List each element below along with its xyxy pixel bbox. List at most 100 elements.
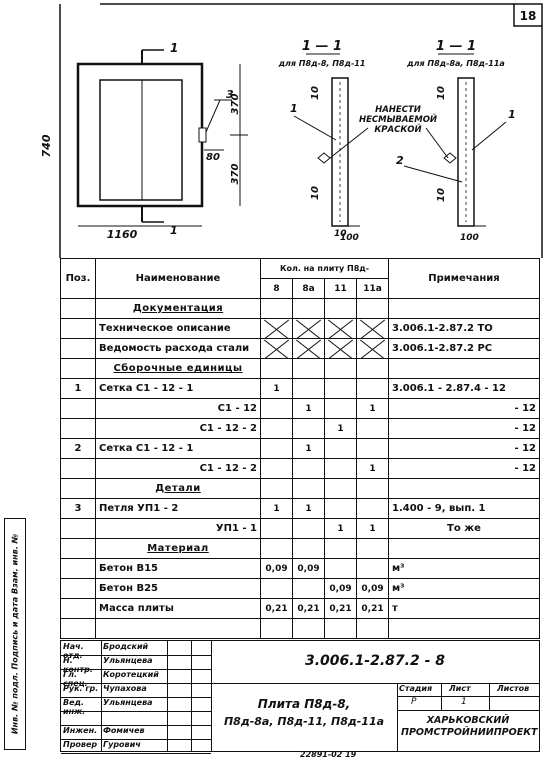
qty-cell bbox=[324, 478, 357, 499]
note-cell bbox=[388, 478, 540, 499]
pos-cell bbox=[60, 618, 96, 639]
section-mark-top: 1 bbox=[170, 41, 178, 55]
table-row: Детали bbox=[60, 478, 540, 499]
qty-cell bbox=[356, 438, 389, 459]
qty-cell bbox=[260, 458, 293, 479]
qty-cell bbox=[292, 518, 325, 539]
qty-cell bbox=[324, 458, 357, 479]
section-title: Материал bbox=[95, 538, 261, 559]
note-cell bbox=[388, 298, 540, 319]
section-left-title: 1 — 1 bbox=[302, 39, 342, 54]
header-qty-11a: 11а bbox=[356, 278, 389, 299]
note-cell: 3.006.1 - 2.87.4 - 12 bbox=[388, 378, 540, 399]
annotation-line1: НАНЕСТИ bbox=[375, 105, 421, 115]
name-cell: Масса плиты bbox=[95, 598, 261, 619]
header-qty-group: Кол. на плиту П8д- bbox=[260, 258, 389, 279]
signature-name: Чупахова bbox=[103, 684, 147, 693]
table-row bbox=[60, 618, 540, 639]
pos-cell bbox=[60, 298, 96, 319]
signature-role: Рук. гр. bbox=[63, 684, 99, 693]
qty-cell bbox=[324, 298, 357, 319]
qty-cell bbox=[260, 478, 293, 499]
note-cell: - 12 bbox=[388, 398, 540, 419]
qty-cell bbox=[324, 438, 357, 459]
specification-table: Поз. Наименование Кол. на плиту П8д- При… bbox=[60, 258, 540, 639]
qty-cell: 0,09 bbox=[260, 558, 293, 579]
section-mark-bottom: 1 bbox=[170, 224, 178, 237]
header-qty-8: 8 bbox=[260, 278, 293, 299]
pos-cell bbox=[60, 518, 96, 539]
qty-cell bbox=[260, 398, 293, 419]
header-qty-8a: 8а bbox=[292, 278, 325, 299]
pos-cell: 3 bbox=[60, 498, 96, 519]
section-title: Документация bbox=[95, 298, 261, 319]
sheet-value: 1 bbox=[461, 697, 467, 707]
qty-cell-crossed bbox=[324, 338, 357, 359]
qty-cell bbox=[292, 538, 325, 559]
dim-10-b: 10 bbox=[310, 186, 321, 200]
name-cell: С1 - 12 bbox=[95, 398, 261, 419]
signature-name: Фомичев bbox=[103, 726, 145, 735]
signature-row: Нач. отд. Бродский bbox=[61, 641, 211, 660]
qty-cell bbox=[356, 418, 389, 439]
note-cell bbox=[388, 618, 540, 639]
signature-name: Гурович bbox=[103, 740, 141, 749]
signature-role: Нач. отд. bbox=[63, 642, 84, 660]
note-cell: 3.006.1-2.87.2 РС bbox=[388, 338, 540, 359]
pos-cell bbox=[60, 538, 96, 559]
name-cell: Бетон В15 bbox=[95, 558, 261, 579]
qty-cell bbox=[324, 618, 357, 639]
qty-cell: 0,21 bbox=[356, 598, 389, 619]
title-line-1: Плита П8д-8, bbox=[257, 697, 351, 711]
qty-cell bbox=[356, 358, 389, 379]
qty-cell-crossed bbox=[292, 318, 325, 339]
table-row: Документация bbox=[60, 298, 540, 319]
note-cell bbox=[388, 358, 540, 379]
header-notes: Примечания bbox=[388, 258, 540, 299]
dim-100-a: 100 bbox=[340, 233, 359, 243]
header-name: Наименование bbox=[95, 258, 261, 299]
qty-cell-crossed bbox=[260, 338, 293, 359]
signature-name: Бродский bbox=[103, 642, 149, 651]
qty-cell bbox=[324, 498, 357, 519]
annotation-line3: КРАСКОЙ bbox=[374, 123, 421, 135]
pos-cell bbox=[60, 578, 96, 599]
qty-cell bbox=[292, 418, 325, 439]
signature-role: Инжен. bbox=[63, 726, 98, 735]
name-cell: Петля УП1 - 2 bbox=[95, 498, 261, 519]
annotation-line2: НЕСМЫВАЕМОЙ bbox=[359, 113, 437, 125]
callout-left-1: 1 bbox=[290, 102, 298, 115]
document-code: 3.006.1-2.87.2 - 8 bbox=[304, 653, 446, 669]
stage-value: Р bbox=[411, 697, 417, 707]
qty-cell: 0,21 bbox=[324, 598, 357, 619]
callout-3: 3 bbox=[226, 88, 234, 101]
name-cell: Ведомость расхода стали bbox=[95, 338, 261, 359]
qty-cell: 0,09 bbox=[292, 558, 325, 579]
note-cell: - 12 bbox=[388, 458, 540, 479]
qty-cell bbox=[260, 618, 293, 639]
qty-cell bbox=[292, 618, 325, 639]
pos-cell bbox=[60, 418, 96, 439]
qty-cell: 0,21 bbox=[260, 598, 293, 619]
qty-cell bbox=[260, 298, 293, 319]
dim-1160: 1160 bbox=[107, 228, 138, 241]
side-strip: Инв. № подл. Подпись и дата Взам. инв. № bbox=[4, 518, 26, 750]
note-cell: 1.400 - 9, вып. 1 bbox=[388, 498, 540, 519]
table-row: С1 - 12 - 2 1- 12 bbox=[60, 458, 540, 479]
pos-cell bbox=[60, 318, 96, 339]
stage-sheet-box: Стадия Лист Листов Р 1 bbox=[397, 683, 539, 711]
qty-cell bbox=[356, 298, 389, 319]
dim-100-b: 100 bbox=[460, 233, 479, 243]
qty-cell: 1 bbox=[260, 498, 293, 519]
qty-cell: 1 bbox=[356, 458, 389, 479]
qty-cell: 0,21 bbox=[292, 598, 325, 619]
qty-cell bbox=[324, 378, 357, 399]
name-cell: Сетка С1 - 12 - 1 bbox=[95, 438, 261, 459]
signature-row bbox=[61, 711, 211, 726]
name-cell: С1 - 12 - 2 bbox=[95, 458, 261, 479]
